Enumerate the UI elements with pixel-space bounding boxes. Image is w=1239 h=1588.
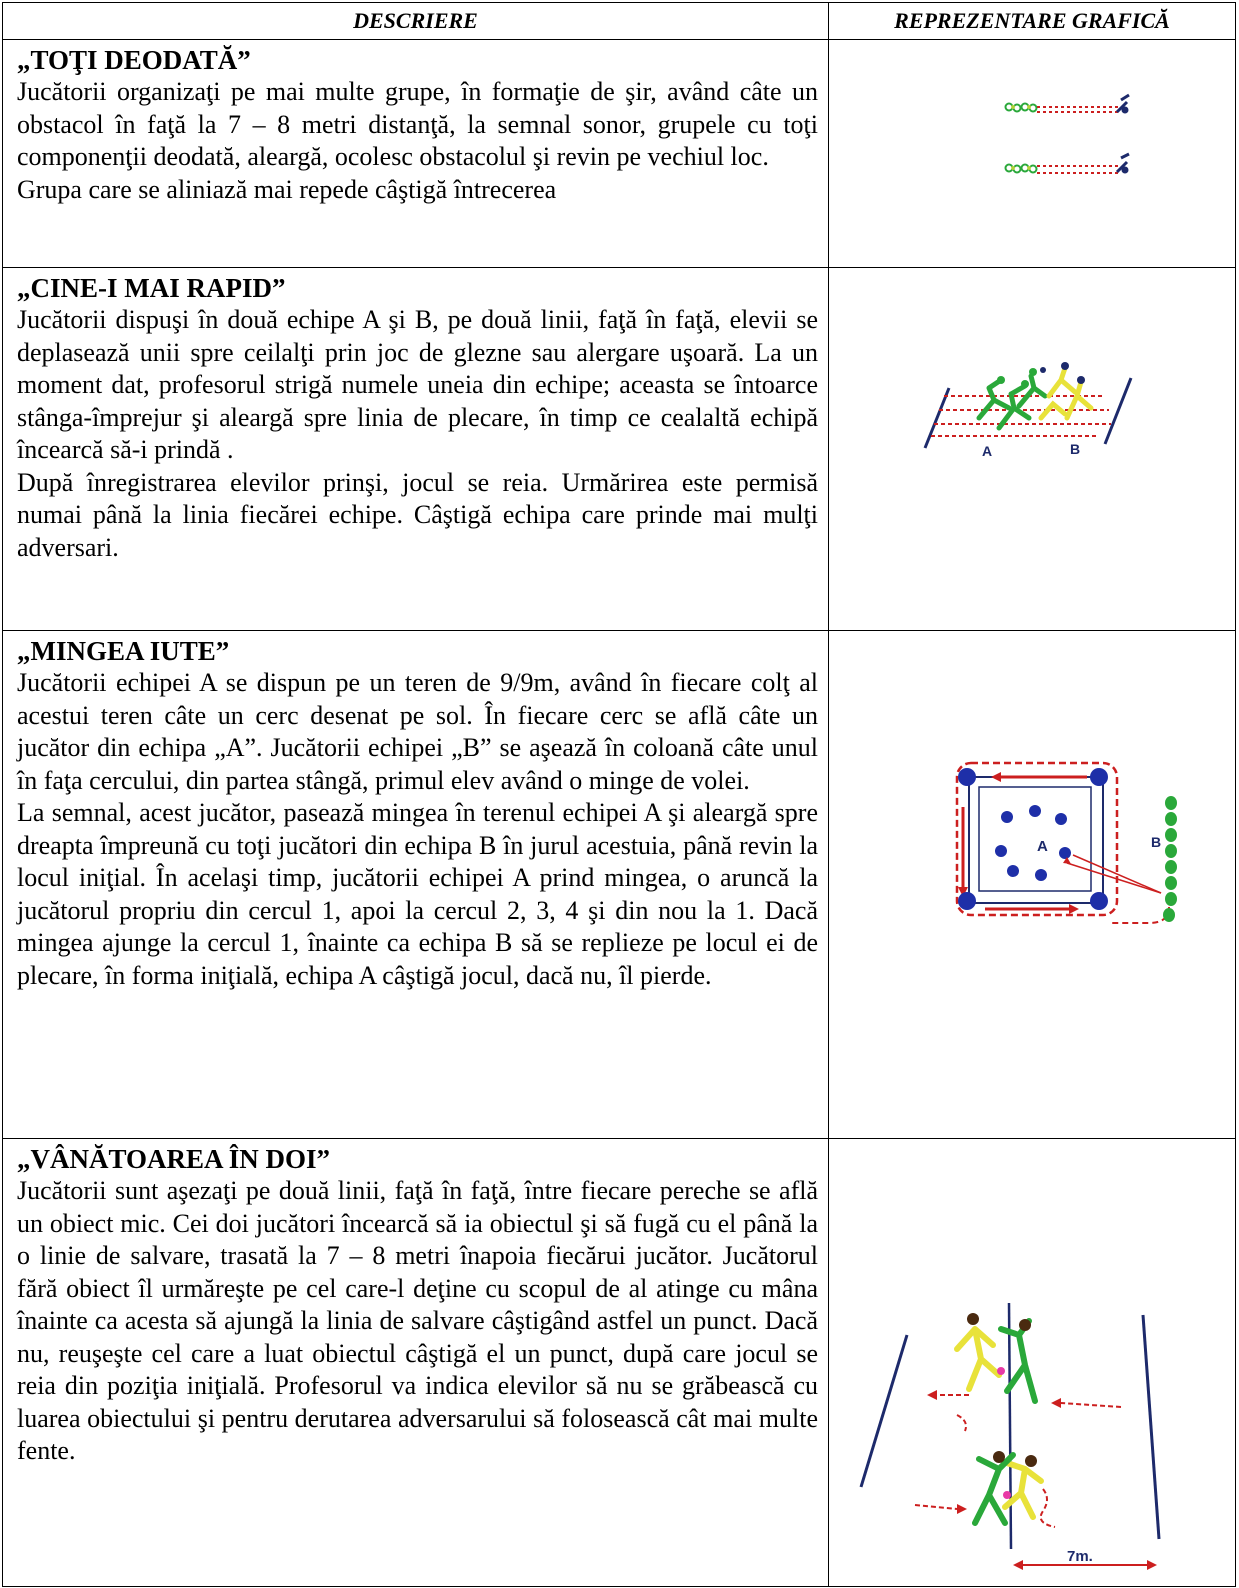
game-title: „VÂNĂTOAREA ÎN DOI” bbox=[17, 1144, 331, 1174]
game-title: „TOŢI DEODATĂ” bbox=[17, 45, 251, 75]
table-header-row: DESCRIERE REPREZENTARE GRAFICĂ bbox=[2, 2, 1236, 40]
game-row: „MINGEA IUTE” Jucătorii echipei A se dis… bbox=[2, 630, 1236, 1139]
pass-arrow bbox=[1072, 854, 1162, 894]
game-row: „TOŢI DEODATĂ” Jucătorii organizaţi pe m… bbox=[2, 39, 1236, 268]
game-title: „CINE-I MAI RAPID” bbox=[17, 273, 286, 303]
start-line-a bbox=[923, 387, 951, 449]
diagram-toti-deodata bbox=[1004, 93, 1130, 174]
game-paragraph: Jucătorii organizaţi pe mai multe grupe,… bbox=[17, 77, 818, 171]
game-graphic: A B bbox=[828, 267, 1236, 631]
game-description: „TOŢI DEODATĂ” Jucătorii organizaţi pe m… bbox=[2, 39, 829, 268]
small-object-2 bbox=[1003, 1491, 1011, 1499]
green-heads bbox=[993, 1319, 1031, 1463]
header-description: DESCRIERE bbox=[2, 2, 829, 40]
team-b-column bbox=[1163, 796, 1177, 922]
diagram-vanatoarea-in-doi: 7m. bbox=[859, 1302, 1161, 1570]
yellow-heads bbox=[967, 1313, 1037, 1467]
game-description: „VÂNĂTOAREA ÎN DOI” Jucătorii sunt aşeza… bbox=[2, 1138, 829, 1587]
diagram-cine-i-mai-rapid: A B bbox=[923, 362, 1133, 459]
label-team-a: A bbox=[1037, 838, 1048, 855]
game-paragraph: Jucătorii dispuşi în două echipe A şi B,… bbox=[17, 305, 818, 464]
game-graphic: A B bbox=[828, 630, 1236, 1139]
label-team-a: A bbox=[982, 443, 992, 459]
corner-players-a bbox=[958, 768, 1108, 910]
game-paragraph: Grupa care se aliniază mai repede câştig… bbox=[17, 174, 557, 204]
header-graphic: REPREZENTARE GRAFICĂ bbox=[828, 2, 1236, 40]
center-line bbox=[1007, 1302, 1013, 1550]
game-paragraph: După înregistrarea elevilor prinşi, jocu… bbox=[17, 467, 818, 562]
team-b-heads bbox=[1040, 362, 1085, 384]
game-paragraph: La semnal, acest jucător, pasează mingea… bbox=[17, 798, 818, 990]
distance-label: 7m. bbox=[1067, 1548, 1093, 1565]
court-9x9 bbox=[968, 776, 1104, 904]
run-arrows bbox=[914, 1394, 1122, 1528]
game-graphic: 7m. bbox=[828, 1138, 1236, 1587]
small-object-1 bbox=[997, 1367, 1005, 1375]
inner-square bbox=[978, 786, 1092, 892]
group-row-1 bbox=[1004, 93, 1130, 114]
court-players-a bbox=[995, 805, 1071, 881]
safety-line-left bbox=[859, 1334, 909, 1488]
game-title: „MINGEA IUTE” bbox=[17, 636, 230, 666]
team-a-heads bbox=[997, 368, 1037, 388]
game-row: „VÂNĂTOAREA ÎN DOI” Jucătorii sunt aşeza… bbox=[2, 1138, 1236, 1587]
group-row-2 bbox=[1004, 152, 1130, 174]
start-line-b bbox=[1103, 377, 1133, 445]
players-yellow bbox=[954, 1326, 1044, 1520]
team-b-players bbox=[1038, 365, 1094, 421]
game-row: „CINE-I MAI RAPID” Jucătorii dispuşi în … bbox=[2, 267, 1236, 631]
outer-run-path bbox=[955, 761, 1119, 917]
game-description: „CINE-I MAI RAPID” Jucătorii dispuşi în … bbox=[2, 267, 829, 631]
label-team-b: B bbox=[1151, 834, 1161, 850]
game-paragraph: Jucătorii sunt aşezaţi pe două linii, fa… bbox=[17, 1176, 818, 1465]
players-green bbox=[972, 1318, 1038, 1526]
game-graphic bbox=[828, 39, 1236, 268]
team-a-players bbox=[976, 373, 1048, 431]
label-team-b: B bbox=[1070, 441, 1080, 457]
game-paragraph: Jucătorii echipei A se dispun pe un tere… bbox=[17, 668, 818, 795]
safety-line-right bbox=[1141, 1314, 1161, 1540]
diagram-mingea-iute: A B bbox=[955, 761, 1177, 924]
game-description: „MINGEA IUTE” Jucătorii echipei A se dis… bbox=[2, 630, 829, 1139]
